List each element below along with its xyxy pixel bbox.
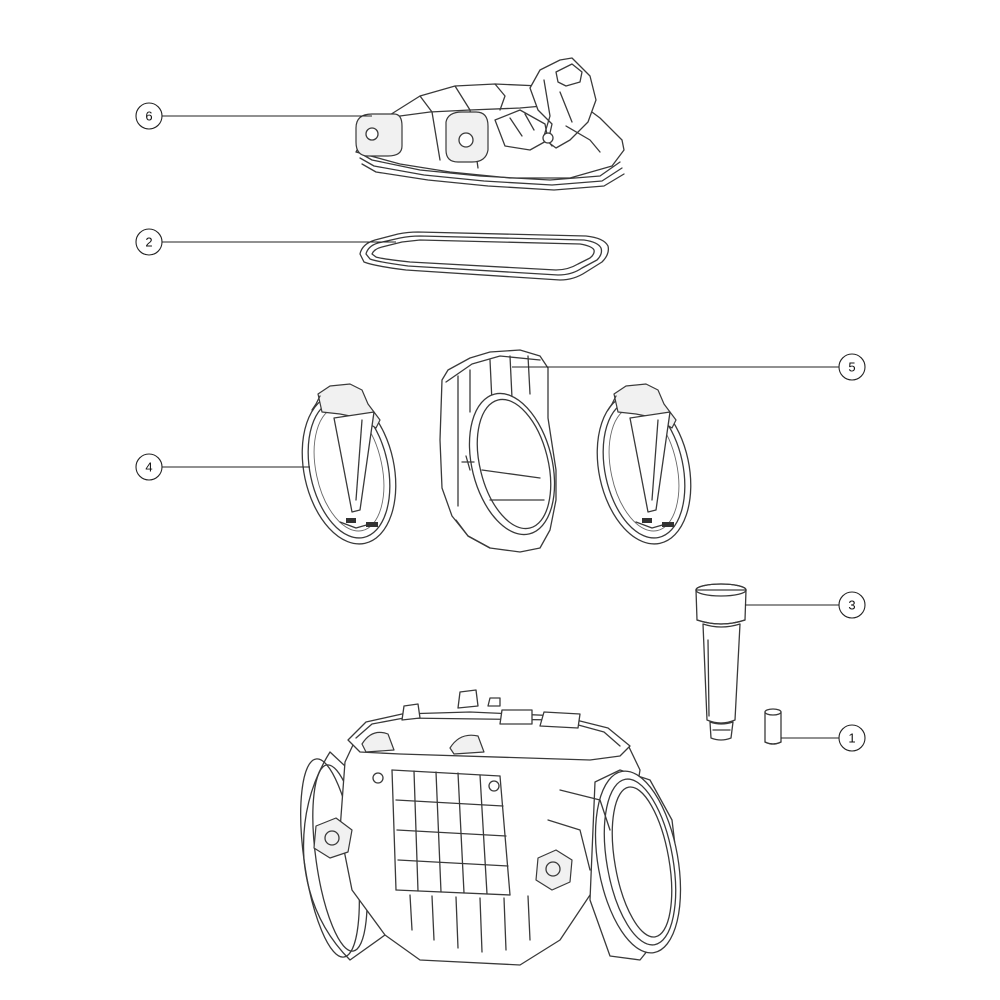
flap-part-right bbox=[596, 383, 692, 545]
sleeve-part bbox=[764, 708, 782, 745]
callout-6: 6 bbox=[135, 102, 372, 130]
stem-plug-part bbox=[695, 583, 747, 741]
callout-4-label: 4 bbox=[145, 460, 152, 475]
callout-6-label: 6 bbox=[145, 109, 152, 124]
body-grid bbox=[391, 769, 511, 896]
callout-2: 2 bbox=[135, 228, 396, 256]
callout-1: 1 bbox=[781, 724, 866, 752]
callout-4: 4 bbox=[135, 453, 310, 481]
flap-cage-part bbox=[439, 349, 557, 553]
cover-assembly-part bbox=[355, 57, 625, 191]
gasket-part bbox=[359, 231, 610, 281]
callout-2-label: 2 bbox=[145, 235, 152, 250]
callout-1-label: 1 bbox=[848, 731, 855, 746]
valve-body bbox=[300, 689, 682, 966]
callout-3-label: 3 bbox=[848, 598, 855, 613]
callout-3: 3 bbox=[745, 591, 866, 619]
callout-5: 5 bbox=[512, 353, 866, 381]
callout-5-label: 5 bbox=[848, 360, 855, 375]
flap-part-left bbox=[301, 383, 397, 545]
